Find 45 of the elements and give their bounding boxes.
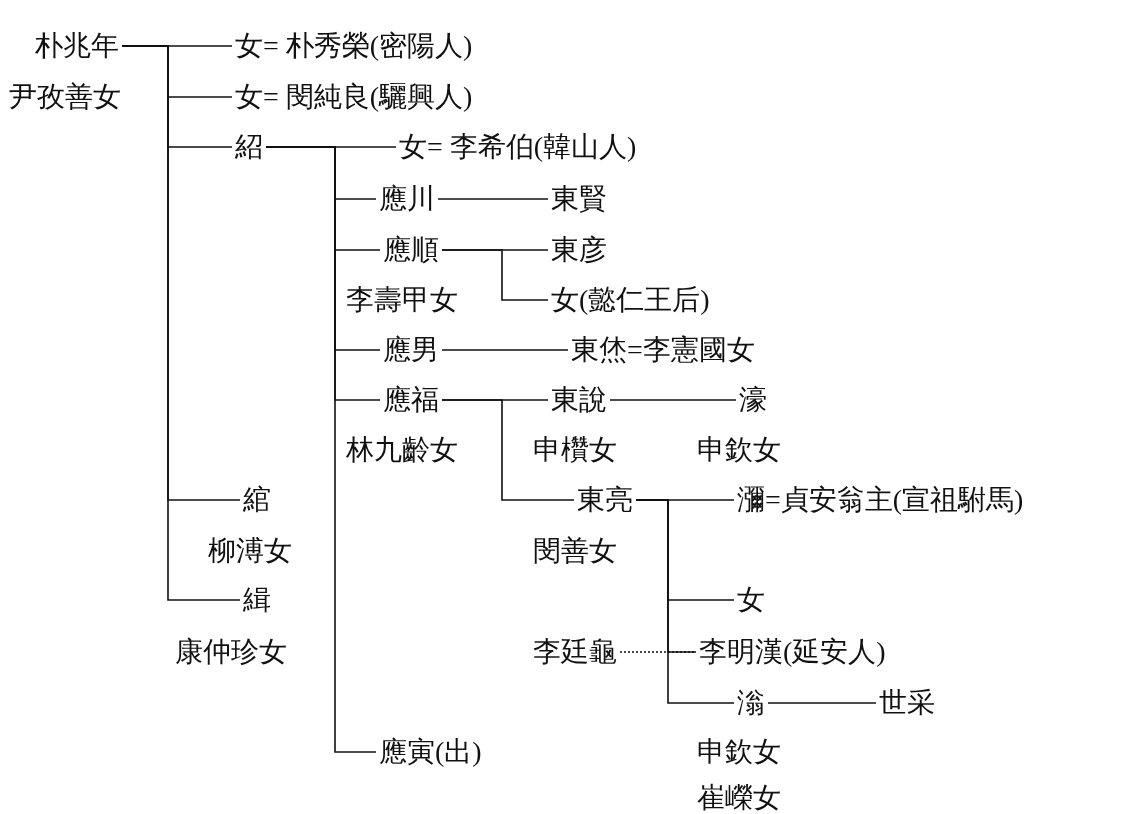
person-name: 東彦 — [548, 233, 610, 267]
person-name: 緝 — [240, 583, 274, 617]
spouse-name: 康仲珍女 — [174, 635, 288, 669]
spouse-name: 閔善女 — [532, 534, 618, 568]
tree-line — [609, 399, 737, 401]
tree-line — [441, 249, 549, 301]
spouse-name: 李壽甲女 — [345, 283, 459, 317]
person-name: 女= 閔純良(驪興人) — [232, 80, 476, 114]
spouse-name: 申欽女 — [696, 735, 782, 769]
person-name: 應川 — [376, 182, 438, 216]
person-name: 東烋=李憲國女 — [568, 333, 758, 367]
person-name: 朴兆年 — [32, 29, 122, 63]
person-name: 瀰=貞安翁主(宣祖駙馬) — [734, 483, 1027, 517]
tree-line — [441, 399, 575, 501]
tree-line — [437, 198, 549, 200]
tree-line — [635, 499, 735, 704]
spouse-name: 申欑女 — [532, 433, 618, 467]
tree-line — [265, 146, 377, 753]
tree-line — [767, 702, 877, 704]
person-name: 應寅(出) — [376, 735, 485, 769]
spouse-name: 申欽女 — [696, 433, 782, 467]
person-name: 紹 — [232, 130, 266, 164]
person-name: 女 — [734, 583, 768, 617]
person-name: 綰 — [240, 483, 274, 517]
person-name: 濠 — [736, 383, 770, 417]
person-name: 女= 朴秀榮(密陽人) — [232, 29, 476, 63]
person-name: 東說 — [548, 383, 610, 417]
tree-line — [441, 349, 569, 351]
person-name: 應順 — [380, 233, 442, 267]
person-name: 應福 — [380, 383, 442, 417]
person-name: 東亮 — [574, 483, 636, 517]
spouse-name: 林九齡女 — [345, 433, 459, 467]
person-name: 女(懿仁王后) — [548, 283, 713, 317]
person-name: 李明漢(延安人) — [696, 635, 889, 669]
dotted-line — [619, 651, 697, 653]
person-name: 東賢 — [548, 182, 610, 216]
person-name: 女= 李希伯(韓山人) — [396, 130, 640, 164]
spouse-name: 崔嶸女 — [696, 781, 782, 814]
person-name: 世采 — [876, 686, 938, 720]
person-name: 滃 — [734, 686, 768, 720]
spouse-name: 柳溥女 — [207, 534, 293, 568]
person-name: 李廷龜 — [530, 635, 620, 669]
person-name: 應男 — [380, 333, 442, 367]
tree-line — [121, 45, 241, 601]
spouse-name: 尹孜善女 — [8, 80, 122, 114]
